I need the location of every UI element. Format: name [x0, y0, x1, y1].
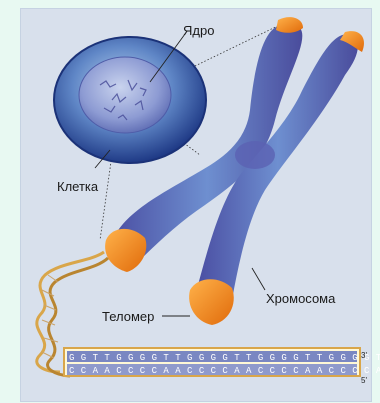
label-nucleus: Ядро	[183, 24, 214, 37]
telomere-sequence-strip: G G T T G G G G T T G G G G T T G G G G …	[64, 348, 380, 385]
telomere-cap-bottom-left	[105, 229, 146, 272]
telomere-cap-bottom-right	[189, 279, 234, 325]
nucleus	[79, 57, 171, 133]
label-cell: Клетка	[57, 180, 98, 193]
cell-illustration	[54, 37, 206, 163]
label-chromosome: Хромосома	[266, 292, 335, 305]
label-telomere: Теломер	[102, 310, 154, 323]
strand-end-5prime: 5'	[361, 376, 367, 385]
top-strand-sequence: G G T T G G G G T T G G G G T T G G G G …	[69, 353, 380, 363]
strand-end-3prime: 3'	[361, 351, 367, 360]
bottom-strand-sequence: C C A A C C C C A A C C C C A A C C C C …	[69, 366, 380, 376]
